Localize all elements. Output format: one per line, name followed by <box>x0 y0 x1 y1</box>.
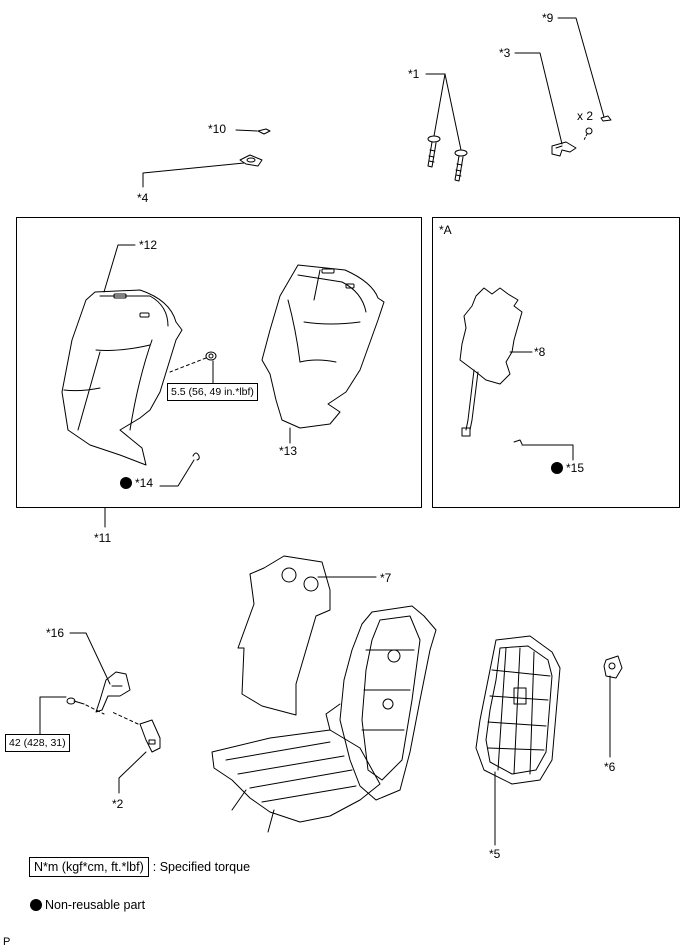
callout-1: *1 <box>408 67 420 81</box>
callout-6: *6 <box>604 760 616 774</box>
leader-10 <box>235 129 258 132</box>
leader-3 <box>514 52 563 145</box>
callout-7: *7 <box>380 571 392 585</box>
inset-a-box <box>432 217 680 508</box>
callout-8: *8 <box>534 345 546 359</box>
callout-3: *3 <box>499 46 511 60</box>
nonreusable-dot-icon <box>30 899 42 911</box>
legend-nonreusable: Non-reusable part <box>30 897 145 913</box>
part-15-clip <box>513 439 523 445</box>
leader-torque-belt <box>39 696 67 735</box>
nonreusable-dot-icon <box>120 477 132 489</box>
leader-14 <box>159 459 195 487</box>
leader-2 <box>118 751 147 794</box>
corner-mark: P <box>3 936 11 948</box>
screw-x2 <box>583 127 593 141</box>
part-13-seatback-pad <box>261 264 385 429</box>
part-16-belt-anchor <box>95 671 131 713</box>
quantity-x2: x 2 <box>577 109 594 123</box>
callout-11: *11 <box>94 531 112 545</box>
callout-4: *4 <box>137 191 149 205</box>
leader-4 <box>142 162 245 188</box>
callout-15-text: *15 <box>566 461 585 475</box>
inset-a-label: *A <box>439 223 452 237</box>
seatback-bolt <box>169 351 217 373</box>
part-5-back-panel <box>475 635 561 785</box>
callout-2: *2 <box>112 797 124 811</box>
seatback-assembly-box <box>16 217 422 508</box>
callout-12: *12 <box>139 238 158 252</box>
callout-13: *13 <box>279 444 298 458</box>
legend-nonreusable-desc: Non-reusable part <box>45 898 146 912</box>
part-7-back-board <box>237 555 331 716</box>
part-2-buckle <box>111 711 161 753</box>
callout-9: *9 <box>542 11 554 25</box>
seat-frame <box>211 605 437 833</box>
callout-14: *14 <box>120 476 153 490</box>
part-14-hog-ring <box>192 452 200 461</box>
leader-12 <box>103 244 136 293</box>
nonreusable-dot-icon <box>551 462 563 474</box>
torque-belt-anchor-bolt: 42 (428, 31) <box>5 734 70 752</box>
legend-torque: N*m (kgf*cm, ft.*lbf): Specified torque <box>29 857 251 877</box>
callout-16: *16 <box>46 626 65 640</box>
callout-15: *15 <box>551 461 584 475</box>
part-1-pins <box>427 135 468 182</box>
callout-5: *5 <box>489 847 501 861</box>
leader-9 <box>557 17 605 118</box>
leader-16 <box>69 632 111 685</box>
part-8-seat-heater <box>459 287 523 437</box>
part-4-bracket <box>239 154 263 167</box>
leader-15 <box>521 444 574 461</box>
part-3-hinge <box>551 141 577 157</box>
part-9-cover <box>600 115 612 122</box>
torque-seatback-bolt: 5.5 (56, 49 in.*lbf) <box>167 383 258 401</box>
belt-anchor-bolt <box>66 697 105 715</box>
part-10-clip <box>257 128 271 135</box>
part-6-cover <box>603 655 623 679</box>
part-12-seatback-cover <box>61 289 183 466</box>
legend-torque-unit-box: N*m (kgf*cm, ft.*lbf) <box>29 857 149 877</box>
leader-1 <box>425 73 446 137</box>
callout-14-text: *14 <box>135 476 154 490</box>
legend-torque-desc: : Specified torque <box>152 860 251 874</box>
callout-10: *10 <box>208 122 227 136</box>
